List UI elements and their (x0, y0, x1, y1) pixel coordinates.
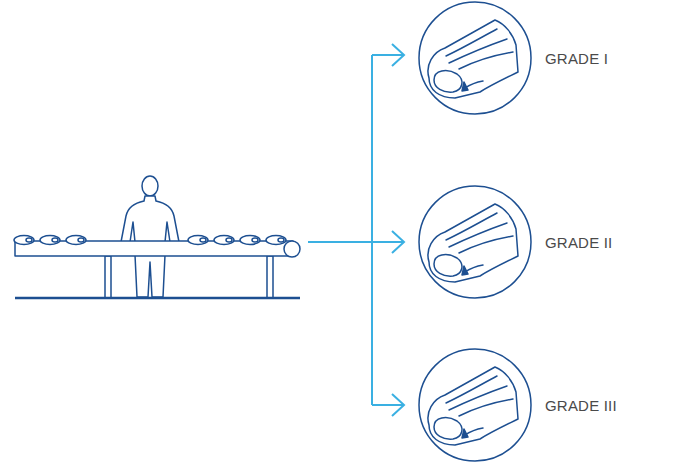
grade-label: GRADE II (545, 234, 612, 251)
worker-body (121, 196, 179, 242)
floor-line (15, 297, 300, 300)
fish-on-belt (14, 236, 286, 245)
grade-circle: GRADE III (418, 348, 532, 462)
conveyor-leg (105, 256, 111, 298)
worker-head (142, 176, 158, 196)
sorting-arrows (308, 44, 404, 416)
fillet-drawing (428, 367, 518, 445)
conveyor-leg (267, 256, 273, 298)
grade-label: GRADE III (545, 397, 617, 414)
circle-outline (418, 185, 532, 299)
circle-outline (418, 1, 532, 115)
fillet-drawing (428, 20, 518, 98)
grade-circle: GRADE I (418, 1, 532, 115)
fillet-drawing (428, 204, 518, 282)
grade-circle: GRADE II (418, 185, 532, 299)
circle-outline (418, 348, 532, 462)
conveyor-roller (284, 241, 300, 257)
worker-legs (135, 255, 165, 297)
grade-label: GRADE I (545, 50, 608, 67)
